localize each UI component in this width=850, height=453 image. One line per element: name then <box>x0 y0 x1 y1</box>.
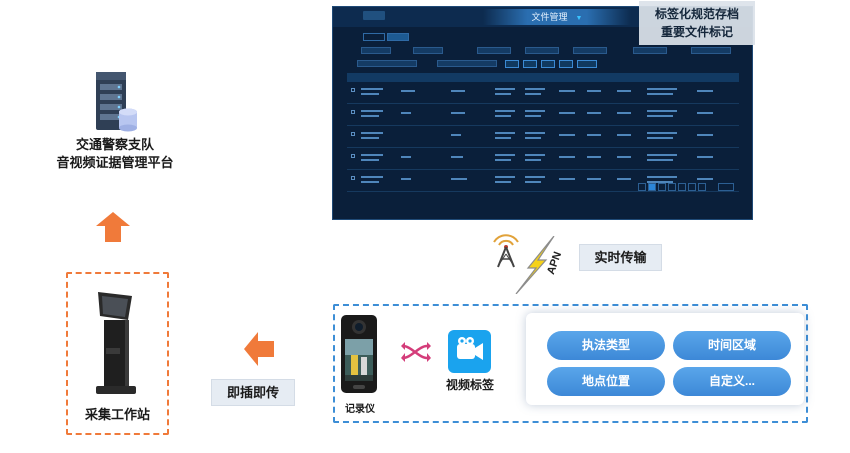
video-tag-label: 视频标签 <box>445 378 494 392</box>
kiosk-icon <box>96 292 136 394</box>
pager-next <box>698 183 706 191</box>
pager-size <box>718 183 734 191</box>
screen-title-bar: 文件管理 ▼ <box>483 9 631 25</box>
platform-title: 交通警察支队 音视频证据管理平台 <box>40 136 190 172</box>
date-field <box>357 60 417 67</box>
lightning-icon <box>515 236 555 294</box>
left-arrow-icon <box>244 332 274 366</box>
row-checkbox <box>351 110 355 114</box>
pager-prev <box>638 183 646 191</box>
recorder-box <box>333 304 808 423</box>
filter-field <box>633 47 667 54</box>
pager-page <box>688 183 696 191</box>
body-camera-icon <box>341 315 377 393</box>
workstation-box <box>66 272 169 435</box>
table-header <box>347 73 739 82</box>
screen-button <box>541 60 555 68</box>
pager-page <box>668 183 676 191</box>
screen-button <box>559 60 573 68</box>
table-row <box>347 148 739 170</box>
filter-field <box>691 47 731 54</box>
screen-title: 文件管理 <box>531 12 568 22</box>
bidirectional-arrows-icon <box>401 342 431 362</box>
video-tag-icon <box>448 330 491 373</box>
tag-location: 地点位置 <box>547 367 665 396</box>
tag-time-area: 时间区域 <box>673 331 791 360</box>
screen-home-tab <box>363 11 385 20</box>
archive-note-line2: 重要文件标记 <box>660 25 733 39</box>
up-arrow-icon <box>96 212 130 242</box>
filter-field <box>477 47 511 54</box>
dropdown-icon: ▼ <box>575 15 583 22</box>
pager-page <box>648 183 656 191</box>
screen-button <box>523 60 537 68</box>
screen-button <box>577 60 597 68</box>
filter-field <box>413 47 443 54</box>
table-row <box>347 126 739 148</box>
screen-button <box>505 60 519 68</box>
filter-field <box>573 47 607 54</box>
workstation-label: 采集工作站 <box>84 407 150 422</box>
video-camera-icon <box>457 337 483 360</box>
server-icon <box>96 72 137 132</box>
archive-note-line1: 标签化规范存档 <box>654 7 739 21</box>
platform-title-line1: 交通警察支队 <box>75 137 154 152</box>
filter-field <box>525 47 559 54</box>
tag-enforcement-type: 执法类型 <box>547 331 665 360</box>
filter-field <box>361 47 391 54</box>
tag-panel: 执法类型 时间区域 地点位置 自定义... <box>526 313 804 405</box>
pager-page <box>658 183 666 191</box>
signal-tower-icon <box>493 234 519 268</box>
plug-and-transfer-label: 即插即传 <box>211 379 295 406</box>
tag-custom: 自定义... <box>673 367 791 396</box>
table-row <box>347 104 739 126</box>
pager-page <box>678 183 686 191</box>
platform-title-line2: 音视频证据管理平台 <box>56 155 174 170</box>
row-checkbox <box>351 154 355 158</box>
screen-subtab <box>387 33 409 41</box>
date-field <box>437 60 497 67</box>
table-cell-marks <box>361 88 713 183</box>
table-row <box>347 170 739 192</box>
filter-row <box>347 47 731 56</box>
realtime-transfer-label: 实时传输 <box>579 244 662 271</box>
recorder-label: 记录仪 <box>345 404 375 415</box>
row-checkbox <box>351 176 355 180</box>
row-checkbox <box>351 88 355 92</box>
screen-subtab <box>363 33 385 41</box>
archive-note: 标签化规范存档 重要文件标记 <box>639 1 755 45</box>
table-row <box>347 82 739 104</box>
row-checkbox <box>351 132 355 136</box>
